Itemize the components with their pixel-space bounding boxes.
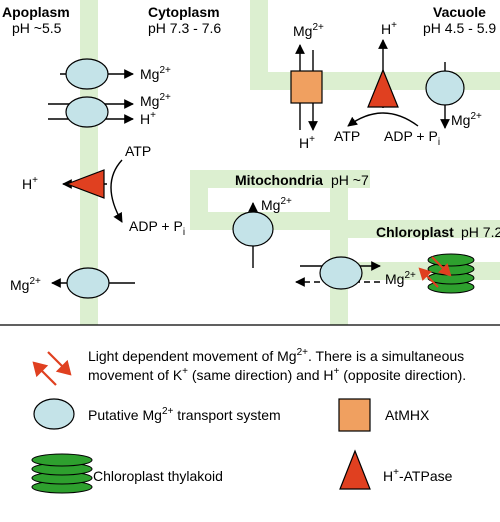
mitochondria-mg-transporter: Mg2+	[232, 196, 292, 268]
mg-ion-label: Mg2+	[451, 111, 482, 128]
legend-light-line2: movement of K+ (same direction) and H+ (…	[88, 366, 466, 383]
atpase-legend-icon	[339, 449, 371, 490]
mg-ion-label: Mg2+	[140, 65, 171, 82]
plasma-mg-h-transporter: Mg2+ H+	[48, 92, 171, 128]
mitochondria-title: Mitochondria	[235, 172, 323, 188]
plasma-mg-efflux-transporter: Mg2+	[10, 267, 135, 299]
adp-label: ADP + Pi	[384, 128, 440, 148]
vacuole-ph: pH 4.5 - 5.9	[423, 20, 496, 36]
legend-atmhx: AtMHX	[385, 407, 430, 423]
transport-system-legend-icon	[33, 398, 75, 430]
apoplasm-title: Apoplasm	[2, 4, 70, 20]
thylakoid-legend-icon	[31, 453, 93, 494]
legend-transport-system: Putative Mg2+ transport system	[88, 406, 281, 423]
legend: Light dependent movement of Mg2+. There …	[31, 347, 466, 494]
plasma-h-atpase: ATP ADP + Pi H+	[22, 143, 185, 238]
atmhx-legend-icon	[338, 398, 371, 432]
cytoplasm-ph: pH 7.3 - 7.6	[148, 20, 221, 36]
plasma-mg-transporter: Mg2+	[60, 58, 171, 90]
adp-label: ADP + Pi	[129, 218, 185, 238]
light-dependent-arrows	[418, 256, 452, 288]
mg-ion-label: Mg2+	[140, 92, 171, 109]
h-ion-label: H+	[299, 134, 315, 151]
vacuole-atmhx: Mg2+ H+	[290, 22, 324, 151]
legend-thylakoid: Chloroplast thylakoid	[93, 468, 223, 484]
chloroplast-mg-transporter: Mg2+	[295, 256, 416, 290]
mg-ion-label: Mg2+	[10, 276, 41, 293]
light-dependent-legend-icon	[32, 351, 72, 386]
legend-atpase: H+-ATPase	[383, 467, 453, 484]
h-ion-label: H+	[140, 110, 156, 127]
atp-label: ATP	[334, 128, 360, 144]
mitochondria-ph: pH ~7	[331, 172, 369, 188]
atp-label: ATP	[125, 143, 151, 159]
h-ion-label: H+	[381, 20, 397, 37]
legend-light-line1: Light dependent movement of Mg2+. There …	[88, 347, 464, 364]
vacuole-h-atpase: H+ ATP ADP + Pi	[334, 20, 440, 148]
apoplasm-ph: pH ~5.5	[12, 20, 62, 36]
chloroplast-ph: pH 7.2	[461, 224, 500, 240]
vacuole-title: Vacuole	[433, 4, 486, 20]
h-ion-label: H+	[22, 175, 38, 192]
mg-ion-label: Mg2+	[385, 270, 416, 287]
cytoplasm-title: Cytoplasm	[148, 4, 220, 20]
mg-ion-label: Mg2+	[261, 196, 292, 213]
chloroplast-title: Chloroplast	[376, 224, 454, 240]
mg-ion-label: Mg2+	[293, 22, 324, 39]
vacuole-mg-transporter: Mg2+	[425, 62, 482, 129]
